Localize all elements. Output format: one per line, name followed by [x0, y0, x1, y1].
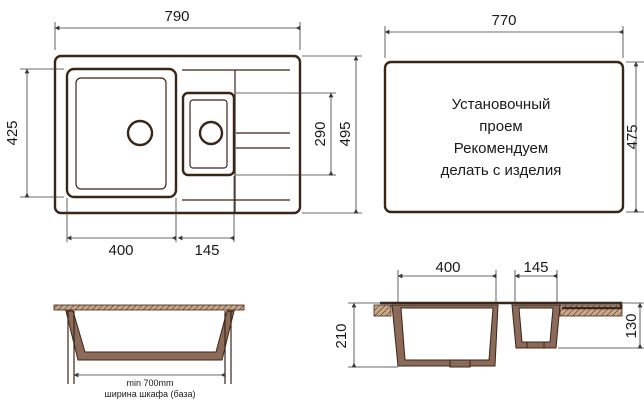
- cutout-note-line-2: проем: [479, 118, 522, 135]
- countertop: [53, 304, 245, 311]
- cutout-note-line-3: Рекомендуем: [454, 140, 548, 157]
- small-bowl-inner: [189, 99, 228, 169]
- cutout-note-line-1: Установочный: [452, 96, 551, 113]
- small-bowl-height-label: 290: [312, 121, 329, 146]
- side-main-width-label: 400: [435, 259, 460, 276]
- cabinet-min-label: min 700mm: [126, 378, 173, 388]
- side-small-width-label: 145: [523, 259, 548, 276]
- main-bowl-width-label: 400: [108, 242, 133, 259]
- sink-outline: [53, 54, 302, 215]
- cabinet-bowl-section: [65, 310, 235, 361]
- sink-flange: [380, 301, 623, 310]
- top-view: 790 425 290 495 400 145: [4, 8, 362, 259]
- cutout-note-line-4: делать с изделия: [441, 162, 562, 179]
- small-bowl-section: [511, 304, 561, 349]
- main-bowl: [65, 67, 178, 199]
- small-bowl-width-label: 145: [194, 242, 219, 259]
- main-bowl-inner: [75, 77, 167, 190]
- cabinet-base-label: ширина шкафа (база): [104, 389, 195, 399]
- main-bowl-height-label: 425: [4, 120, 21, 145]
- side-view: 400 145 210 130: [333, 259, 644, 368]
- cutout-height-label: 475: [624, 124, 641, 149]
- small-drain-section: [526, 341, 545, 349]
- main-drain-section: [449, 359, 471, 368]
- cutout-width-label: 770: [491, 12, 516, 29]
- main-bowl-section: [391, 304, 499, 367]
- width-label: 790: [164, 8, 189, 25]
- countertop-left: [373, 304, 392, 317]
- small-bowl: [181, 91, 236, 177]
- cabinet-view: min 700mm ширина шкафа (база): [53, 304, 245, 399]
- small-drain: [198, 120, 224, 146]
- small-depth-label: 130: [623, 313, 640, 338]
- cutout-view: 770 475 Установочный проем Рекомендуем д…: [383, 12, 644, 214]
- main-depth-label: 210: [333, 323, 350, 348]
- height-label: 495: [337, 121, 354, 146]
- countertop-right: [559, 304, 623, 317]
- main-drain: [126, 119, 154, 147]
- cutout-outline: [383, 60, 625, 214]
